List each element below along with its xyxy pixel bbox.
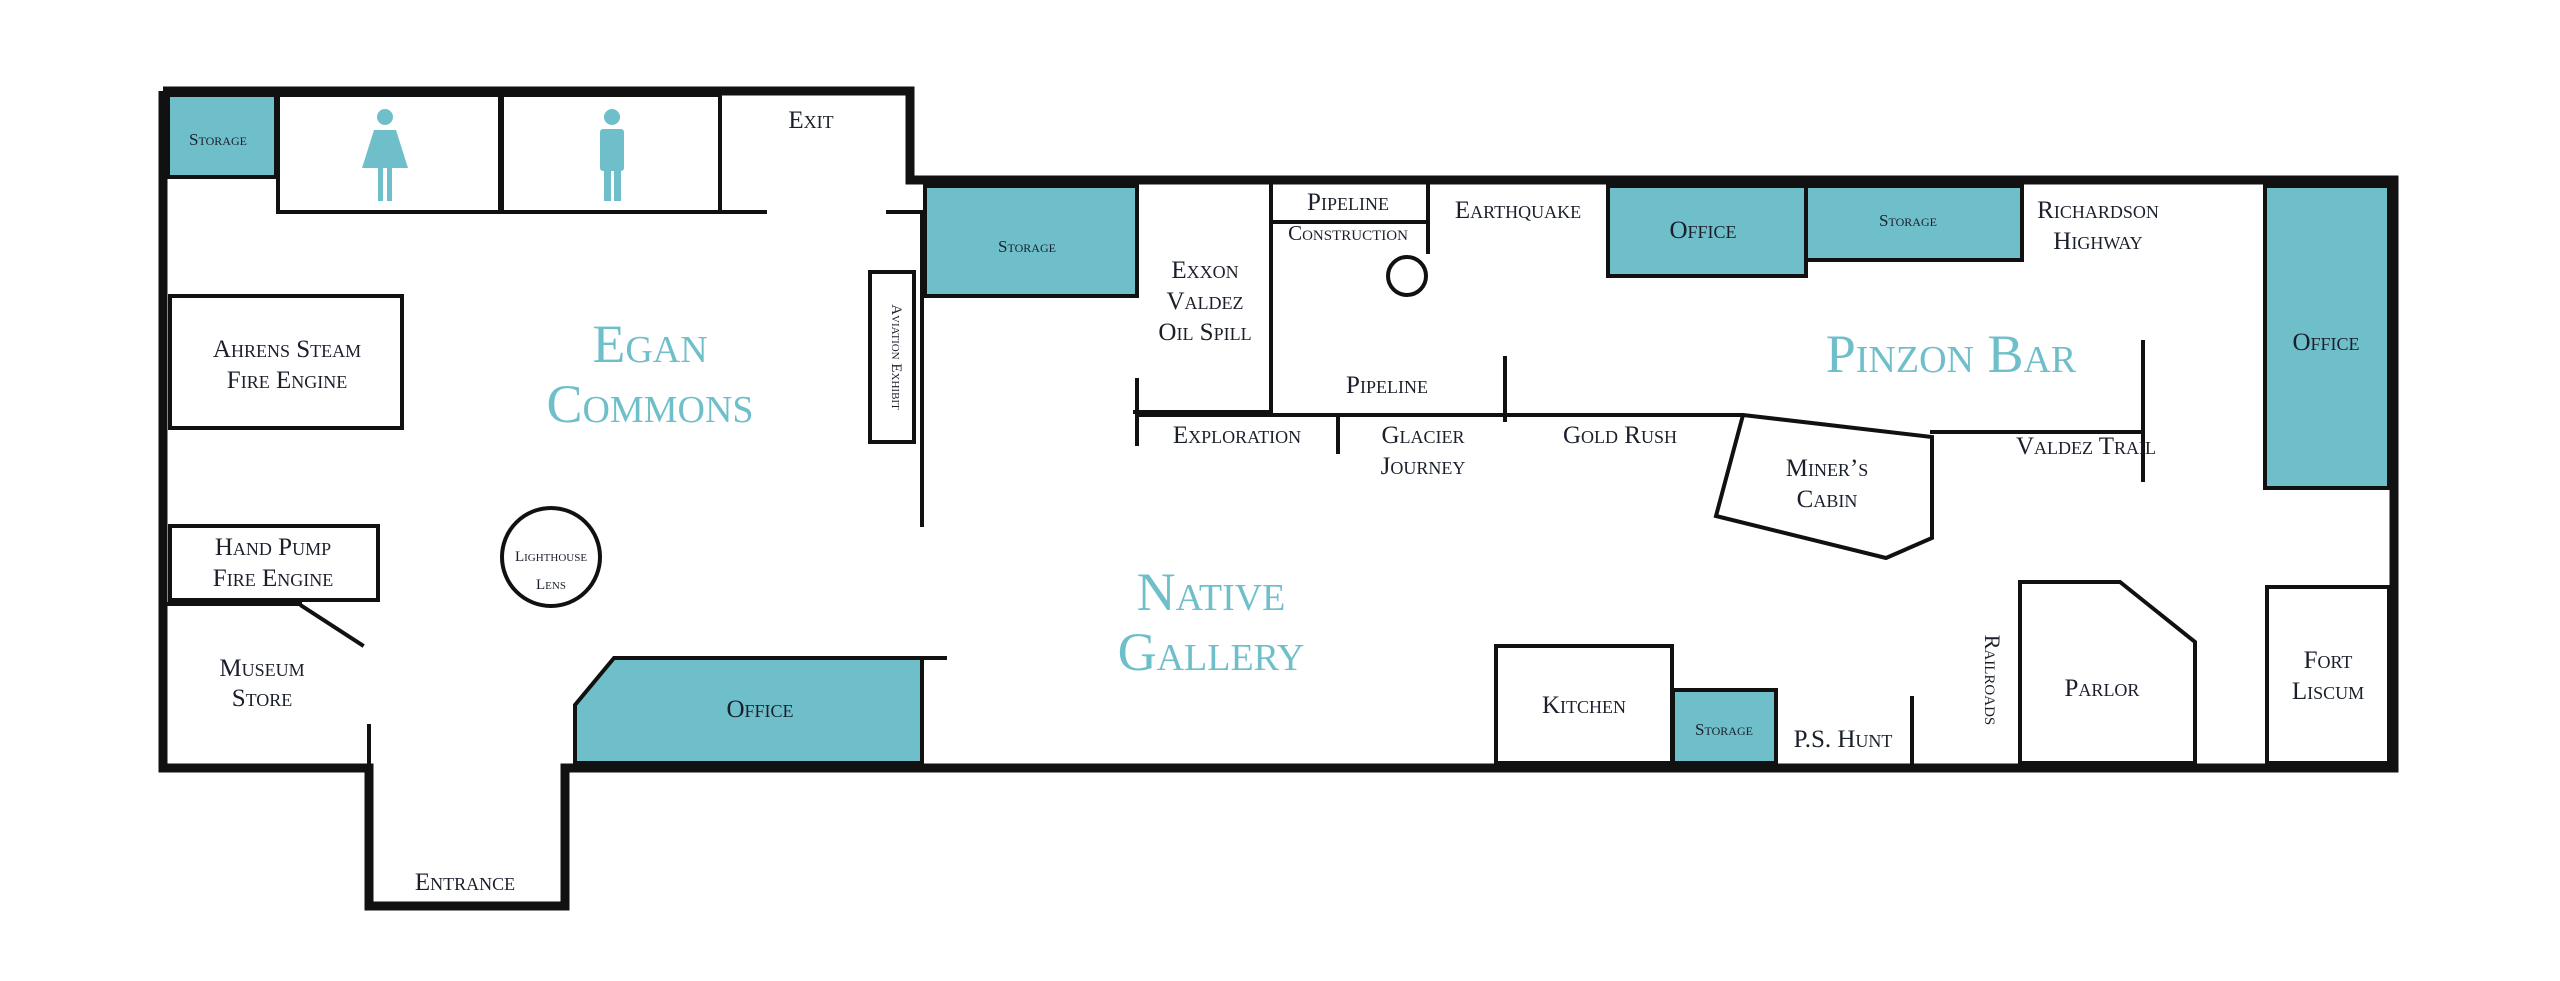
aviation-exhibit[interactable] [868, 270, 916, 444]
women-restroom-icon [362, 109, 408, 201]
parlor-label: Parlor [2065, 675, 2140, 702]
kitchen-label: Kitchen [1542, 692, 1626, 719]
exxon-label-1: Exxon [1171, 257, 1238, 284]
fort-liscum-label-1: Fort [2304, 647, 2353, 674]
pipeline-construction-label-2: Construction [1288, 221, 1408, 245]
storage-label-north: Storage [1879, 211, 1937, 230]
museum-store-label-1: Museum [219, 655, 304, 682]
museum-store-label-2: Store [232, 685, 293, 712]
exxon-label-3: Oil Spill [1158, 319, 1251, 346]
men-restroom-icon [600, 109, 624, 201]
office-room-south[interactable] [573, 656, 924, 765]
valdez-trail-label: Valdez Trail [2016, 433, 2156, 460]
richardson-label-2: Highway [2053, 228, 2142, 255]
glacier-journey-label-1: Glacier [1381, 422, 1464, 449]
storage-room-nw[interactable] [166, 93, 278, 179]
office-label-south: Office [726, 696, 793, 723]
aviation-exhibit-label: Aviation Exhibit [888, 304, 904, 410]
ps-hunt-label: P.S. Hunt [1794, 726, 1893, 753]
miners-cabin-label-2: Cabin [1797, 486, 1858, 513]
railroads-label: Railroads [1980, 635, 2005, 726]
office-label-east: Office [2292, 329, 2359, 356]
pipeline-label: Pipeline [1346, 372, 1428, 399]
glacier-journey-label-2: Journey [1381, 453, 1466, 480]
pipeline-marker [1386, 255, 1428, 297]
storage-label-central: Storage [998, 237, 1056, 256]
ahrens-steam-fire-engine-exhibit[interactable] [168, 294, 404, 430]
native-gallery-label-1: Native [1137, 562, 1286, 622]
office-room-east[interactable] [2263, 184, 2391, 490]
exxon-label-2: Valdez [1166, 288, 1243, 315]
ahrens-label-2: Fire Engine [227, 367, 347, 394]
egan-commons-label-2: Commons [546, 374, 753, 434]
exit-label: Exit [788, 107, 833, 134]
outer-wall [158, 86, 2399, 911]
lighthouse-lens-exhibit[interactable] [500, 506, 602, 608]
hand-pump-label-2: Fire Engine [213, 565, 333, 592]
office-label-north: Office [1669, 217, 1736, 244]
exploration-label: Exploration [1173, 422, 1301, 449]
storage-label-south: Storage [1695, 720, 1753, 739]
egan-commons-label-1: Egan [592, 314, 707, 374]
fort-liscum-room[interactable] [2265, 585, 2391, 765]
storage-room-south[interactable] [1671, 688, 1778, 765]
pinzon-bar-label: Pinzon Bar [1826, 324, 2077, 384]
hand-pump-label-1: Hand Pump [215, 534, 331, 561]
pipeline-construction-label-1: Pipeline [1307, 189, 1389, 216]
store-door-wall [299, 603, 365, 648]
storage-room-north[interactable] [1804, 184, 2024, 262]
lighthouse-label-1: Lighthouse [515, 549, 587, 565]
office-room-north[interactable] [1606, 184, 1808, 278]
earthquake-label: Earthquake [1455, 197, 1581, 224]
storage-label-nw: Storage [189, 130, 247, 149]
lighthouse-label-2: Lens [536, 577, 566, 593]
native-gallery-label-2: Gallery [1118, 622, 1305, 682]
kitchen-room[interactable] [1494, 644, 1674, 765]
fort-liscum-label-2: Liscum [2292, 678, 2364, 705]
parlor-room[interactable] [2018, 580, 2197, 765]
richardson-label-1: Richardson [2037, 197, 2159, 224]
hand-pump-fire-engine-exhibit[interactable] [168, 524, 380, 602]
storage-room-central[interactable] [923, 184, 1139, 298]
miners-cabin-label-1: Miner’s [1786, 455, 1869, 482]
ahrens-label-1: Ahrens Steam [213, 336, 361, 363]
miners-cabin[interactable] [1713, 412, 1934, 561]
entrance-label: Entrance [415, 869, 515, 896]
gold-rush-label: Gold Rush [1563, 422, 1677, 449]
